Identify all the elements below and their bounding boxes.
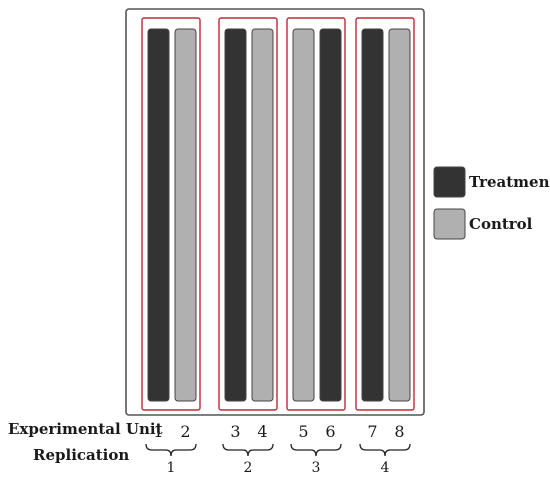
replication-group-3 — [286, 17, 346, 411]
unit-number-3: 3 — [230, 422, 240, 441]
unit-strip-4-control — [251, 28, 274, 402]
unit-strip-6-treatment — [319, 28, 342, 402]
unit-strip-8-control — [388, 28, 411, 402]
legend-swatch-control — [433, 208, 466, 240]
legend-label-treatment: Treatment — [469, 173, 550, 191]
legend-swatch-treatment — [433, 166, 466, 198]
replication-brace-2 — [222, 443, 274, 457]
legend-label-control: Control — [469, 215, 533, 233]
replication-number-3: 3 — [312, 460, 321, 476]
unit-number-2: 2 — [180, 422, 190, 441]
unit-strip-1-treatment — [147, 28, 170, 402]
replication-number-2: 2 — [244, 460, 253, 476]
replication-row-label: Replication — [33, 446, 129, 464]
unit-number-8: 8 — [394, 422, 404, 441]
replication-group-1 — [141, 17, 201, 411]
unit-number-1: 1 — [153, 422, 163, 441]
unit-number-6: 6 — [325, 422, 335, 441]
unit-strip-7-treatment — [361, 28, 384, 402]
replication-group-4 — [355, 17, 415, 411]
unit-strip-3-treatment — [224, 28, 247, 402]
replication-brace-1 — [145, 443, 197, 457]
unit-number-7: 7 — [367, 422, 377, 441]
replication-group-2 — [218, 17, 278, 411]
unit-number-4: 4 — [257, 422, 267, 441]
replication-number-1: 1 — [167, 460, 176, 476]
unit-number-5: 5 — [298, 422, 308, 441]
field-outline — [125, 8, 425, 416]
replication-number-4: 4 — [381, 460, 390, 476]
replication-brace-4 — [359, 443, 411, 457]
unit-strip-5-control — [292, 28, 315, 402]
experimental-unit-row-label: Experimental Unit — [8, 420, 163, 438]
replication-brace-3 — [290, 443, 342, 457]
replication-groups — [141, 17, 415, 411]
unit-strip-2-control — [174, 28, 197, 402]
